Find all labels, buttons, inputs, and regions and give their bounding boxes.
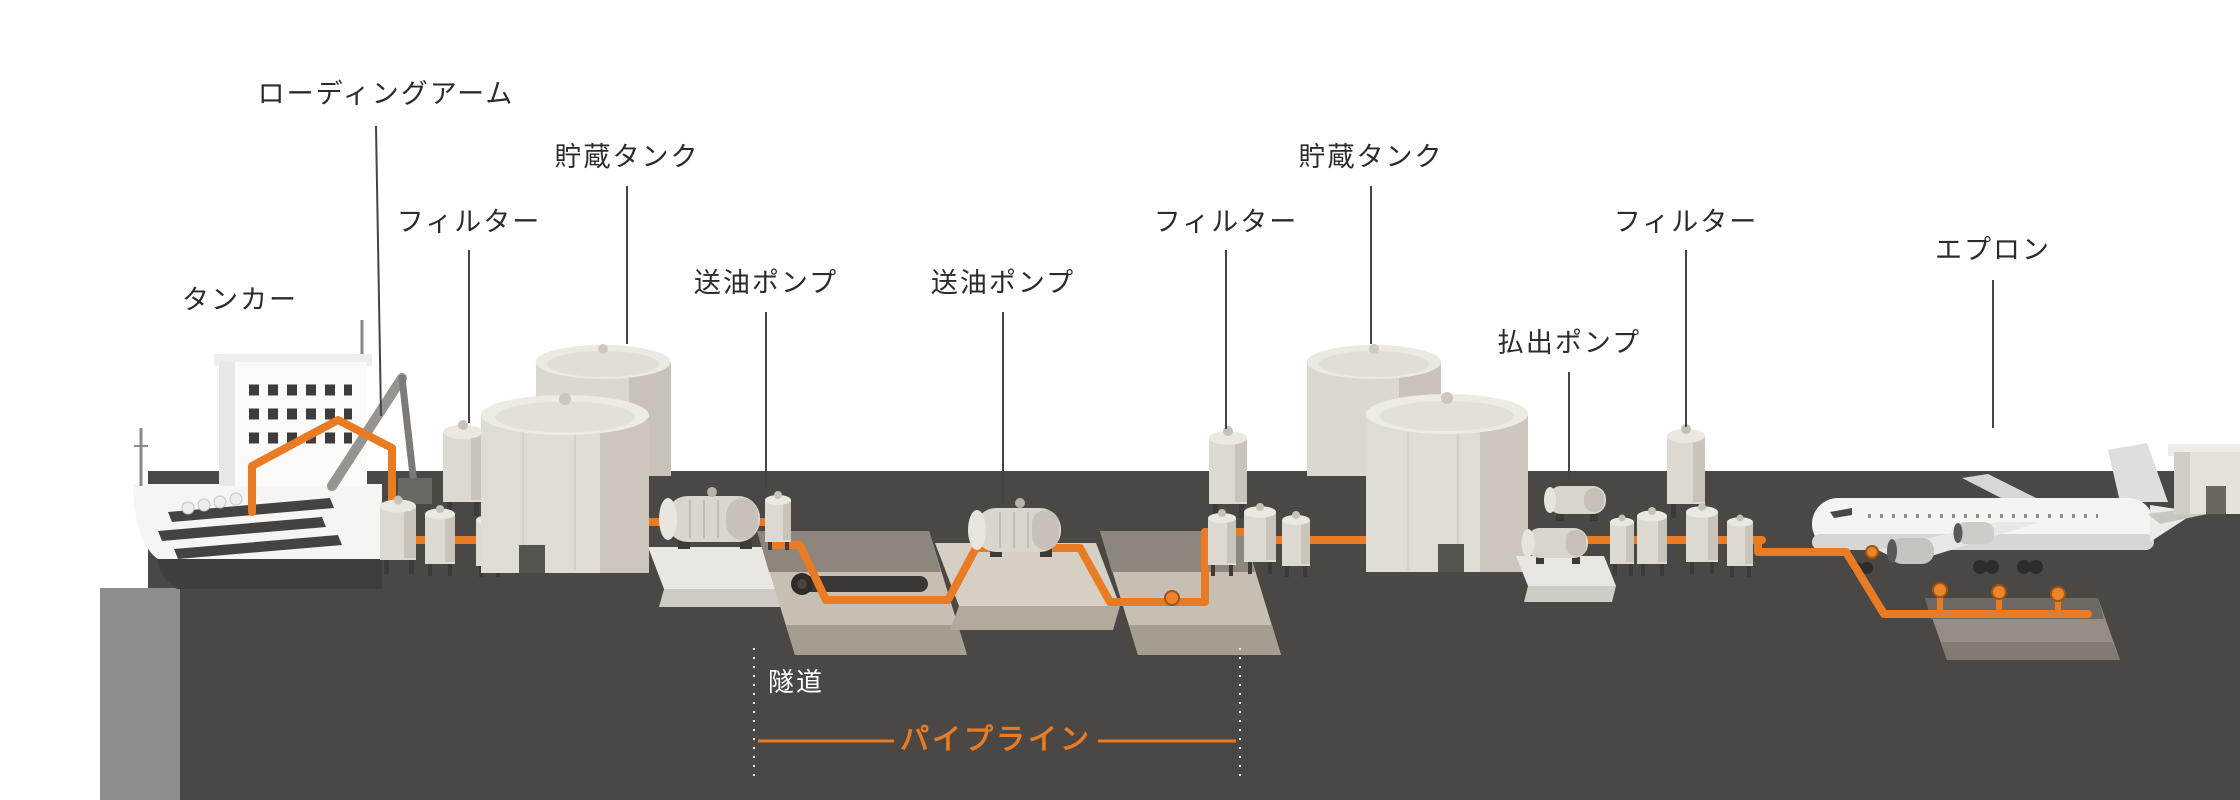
hydrant-valve	[1865, 545, 1879, 559]
label-loading-arm: ローディングアーム	[257, 79, 515, 109]
label-storage-tank-right: 貯蔵タンク	[1298, 142, 1444, 172]
hydrant-valve	[2050, 586, 2066, 602]
hydrant-valve	[1991, 584, 2007, 600]
deck-hatch	[174, 535, 342, 559]
deck-hatch	[158, 517, 326, 541]
tank-door	[519, 545, 545, 573]
dispensing-pump-group	[1516, 486, 1634, 602]
label-filter-right: フィルター	[1613, 207, 1759, 237]
engine	[1890, 538, 1934, 564]
label-tunnel: 隧道	[768, 667, 825, 697]
oil-pump-1	[659, 487, 791, 550]
pipeline-valve	[1164, 590, 1180, 606]
label-pipeline: パイプライン	[899, 724, 1093, 756]
label-tanker: タンカー	[182, 285, 298, 315]
storage-tanks-left	[481, 344, 671, 573]
label-oil-pump-2: 送油ポンプ	[930, 268, 1076, 298]
tail-fin	[2108, 443, 2168, 502]
label-dispensing-pump: 払出ポンプ	[1496, 328, 1642, 358]
cockpit-windows	[1830, 508, 1852, 518]
leader-loading-arm	[375, 125, 382, 417]
engine	[1956, 522, 1994, 544]
hydrant-trench	[1925, 598, 2120, 660]
filter-group-mid	[1208, 426, 1310, 577]
label-storage-tank-left: 貯蔵タンク	[554, 142, 700, 172]
hydrant-pipes	[1754, 536, 2092, 618]
edge-building	[2168, 444, 2240, 514]
oil-pump-2	[968, 498, 1061, 557]
leader-lines	[375, 125, 1994, 505]
label-filter-mid: フィルター	[1153, 207, 1299, 237]
label-filter-left: フィルター	[396, 207, 542, 237]
tanker-ship	[133, 320, 382, 589]
storage-tanks-right	[1307, 344, 1528, 572]
pipeline-span-annotation	[753, 648, 1241, 782]
hydrant-valve	[1932, 582, 1948, 598]
ship-keel	[158, 559, 382, 589]
quay-wall	[100, 588, 180, 800]
filter-group-right	[1637, 424, 1753, 577]
tank-door	[1438, 544, 1464, 572]
label-oil-pump-1: 送油ポンプ	[693, 268, 839, 298]
oil-pump-2-platform	[935, 543, 1120, 630]
tunnel-pipe	[791, 573, 928, 595]
label-apron: エプロン	[1935, 235, 2051, 265]
far-wing	[1962, 474, 2040, 500]
pipeline-main	[248, 416, 1766, 606]
